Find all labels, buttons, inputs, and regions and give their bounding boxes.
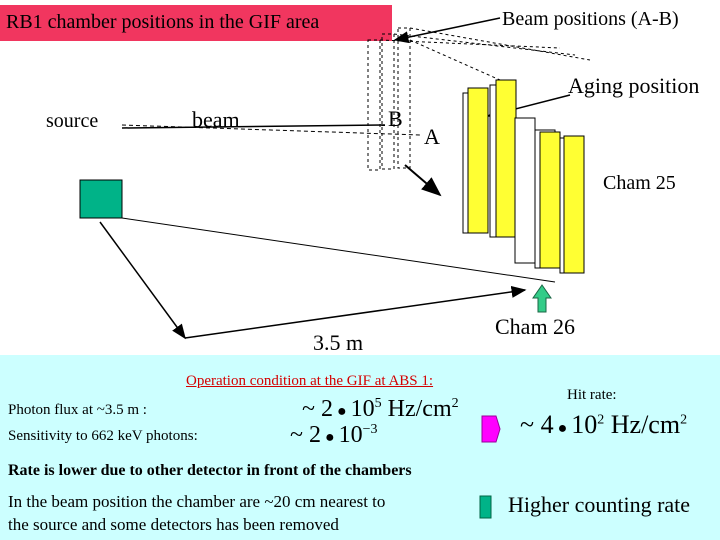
frame-b-2 [381, 33, 395, 170]
chamber-1 [467, 87, 489, 234]
frame-top-4 [409, 39, 501, 81]
hit-rate-exponent: 2 [597, 412, 605, 428]
conditions-heading: Operation condition at the GIF at ABS 1: [186, 373, 434, 389]
aging-position-label: Aging position [568, 73, 700, 98]
cham25-label: Cham 25 [603, 172, 676, 194]
hit-rate-value: ~ 4 ● 102 Hz/cm2 [520, 410, 688, 439]
title-box [0, 5, 392, 41]
cham26-arrow-icon [532, 284, 552, 313]
flux-value: ~ 2 ● 105 Hz/cm2 [302, 396, 459, 422]
distance-label: 3.5 m [313, 330, 364, 355]
distance-line-bottom [184, 285, 527, 339]
chambers [462, 79, 585, 274]
chamber-4 [539, 131, 561, 269]
frame-b-1 [367, 39, 381, 171]
beam-positions-label: Beam positions (A-B) [502, 8, 679, 30]
flux-unit: Hz/cm [387, 396, 452, 422]
chamber-2 [495, 79, 517, 238]
source-label: source [46, 110, 99, 132]
beam-positions-pointer [393, 17, 501, 44]
sensitivity-label: Sensitivity to 662 keV photons: [8, 428, 198, 444]
chamber-layout-diagram [79, 17, 591, 340]
frame-top-2 [393, 33, 576, 56]
source-box [79, 179, 123, 219]
green-marker-icon [479, 495, 492, 519]
higher-rate-label: Higher counting rate [508, 492, 691, 517]
floor-line [121, 217, 556, 283]
position-b-label: B [388, 106, 403, 131]
sensitivity-value: ~ 2 ● 10−3 [290, 422, 378, 448]
hit-rate-prefix: ~ 4 [520, 410, 554, 439]
flux-prefix: ~ 2 [302, 396, 333, 422]
frame-b-3 [397, 27, 411, 169]
sensitivity-prefix: ~ 2 [290, 422, 321, 448]
page-title: RB1 chamber positions in the GIF area [6, 11, 320, 33]
hit-rate-label: Hit rate: [567, 387, 617, 403]
magenta-marker-icon [481, 415, 501, 443]
beam-position-frames [367, 27, 591, 171]
hit-rate-unit: Hz/cm [610, 410, 681, 439]
cham26-label: Cham 26 [495, 314, 576, 339]
beam-position-note-line2: the source and some detectors has been r… [8, 515, 339, 534]
conditions-panel [0, 355, 720, 540]
beam-position-note-line1: In the beam position the chamber are ~20… [8, 492, 386, 511]
source-to-a-line [121, 124, 421, 136]
position-a-label: A [424, 124, 440, 149]
frame-top-3 [409, 27, 591, 61]
photon-flux-label: Photon flux at ~3.5 m : [8, 402, 147, 418]
chamber-3 [514, 117, 536, 264]
chamber-5 [563, 135, 585, 274]
frame-top-1 [379, 39, 561, 49]
rate-note: Rate is lower due to other detector in f… [8, 462, 412, 479]
sensitivity-exponent: −3 [362, 422, 378, 437]
flux-exponent: 5 [374, 396, 382, 411]
position-pointer [404, 164, 442, 197]
distance-line-left [99, 221, 186, 340]
beam-line [121, 124, 386, 129]
beam-label: beam [192, 107, 240, 132]
